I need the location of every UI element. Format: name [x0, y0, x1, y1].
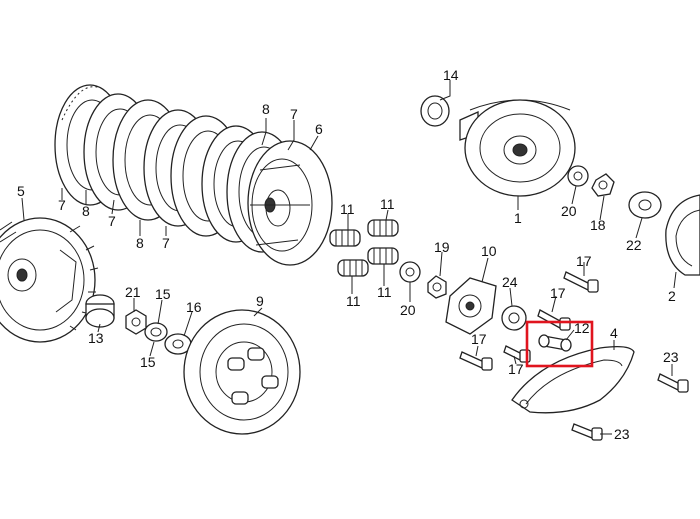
callout-4: 4	[610, 325, 618, 341]
part-bolt-17c	[459, 351, 493, 371]
callout-2: 2	[668, 288, 676, 304]
callout-17: 17	[550, 285, 566, 301]
part-collar	[85, 294, 115, 328]
part-clutch-spring-2	[367, 219, 399, 237]
part-washer-16	[164, 333, 192, 355]
part-clutch-center	[247, 140, 333, 266]
callout-7: 7	[290, 106, 298, 122]
callout-7: 7	[108, 213, 116, 229]
part-bolt-23a	[657, 373, 689, 393]
part-bolt-17a	[563, 271, 599, 293]
highlight-box-part-12	[525, 320, 594, 368]
part-primary-housing	[459, 99, 576, 197]
callout-1: 1	[514, 210, 522, 226]
part-clutch-spring-3	[337, 259, 369, 277]
callout-13: 13	[88, 330, 104, 346]
callout-17: 17	[576, 253, 592, 269]
callout-11: 11	[340, 201, 355, 217]
part-spacer-21	[125, 309, 147, 335]
part-lock-nut	[591, 173, 615, 197]
callout-5: 5	[17, 183, 25, 199]
part-lifter-washer	[399, 261, 421, 283]
callout-20: 20	[561, 203, 577, 219]
callout-7: 7	[162, 235, 170, 251]
callout-16: 16	[186, 299, 202, 315]
callout-17: 17	[508, 361, 524, 377]
callout-14: 14	[443, 67, 459, 83]
part-clutch-spring-4	[367, 247, 399, 265]
part-right-cover	[665, 194, 700, 276]
callout-24: 24	[502, 274, 518, 290]
callout-20: 20	[400, 302, 416, 318]
callout-15: 15	[155, 286, 171, 302]
part-bolt-23b	[571, 423, 603, 441]
part-clutch-spring-1	[329, 229, 361, 247]
callout-18: 18	[590, 217, 606, 233]
part-clutch-outer	[0, 217, 99, 343]
part-oil-seal	[628, 191, 662, 219]
callout-8: 8	[136, 235, 144, 251]
callout-17: 17	[471, 331, 487, 347]
part-lifter-plate	[445, 277, 497, 335]
callout-21: 21	[125, 284, 141, 300]
part-dowel-pin	[538, 334, 572, 352]
part-needle-bearing	[420, 95, 450, 127]
part-pressure-plate	[183, 309, 301, 435]
callout-10: 10	[481, 243, 497, 259]
part-cover-plate	[511, 346, 635, 414]
callout-9: 9	[256, 293, 264, 309]
callout-15: 15	[140, 354, 156, 370]
callout-11: 11	[377, 284, 392, 300]
part-lifter-bearing	[501, 305, 527, 331]
callout-19: 19	[434, 239, 450, 255]
part-washer-top	[567, 165, 589, 187]
callout-6: 6	[315, 121, 323, 137]
part-washer-15	[144, 322, 168, 342]
callout-23: 23	[663, 349, 679, 365]
callout-labels: 14 8 7 6 5 7 8 7 8 7 1 20 18 22 2 11 11 …	[17, 67, 679, 442]
callout-8: 8	[262, 101, 270, 117]
leader-lines	[21, 80, 677, 435]
callout-11: 11	[380, 196, 395, 212]
callout-12: 12	[574, 320, 590, 336]
callout-23: 23	[614, 426, 630, 442]
callout-22: 22	[626, 237, 642, 253]
callout-7: 7	[58, 197, 66, 213]
part-bolt-17b	[537, 309, 571, 331]
callout-11: 11	[346, 293, 361, 309]
part-lifter-nut	[427, 275, 447, 299]
callout-8: 8	[82, 203, 90, 219]
